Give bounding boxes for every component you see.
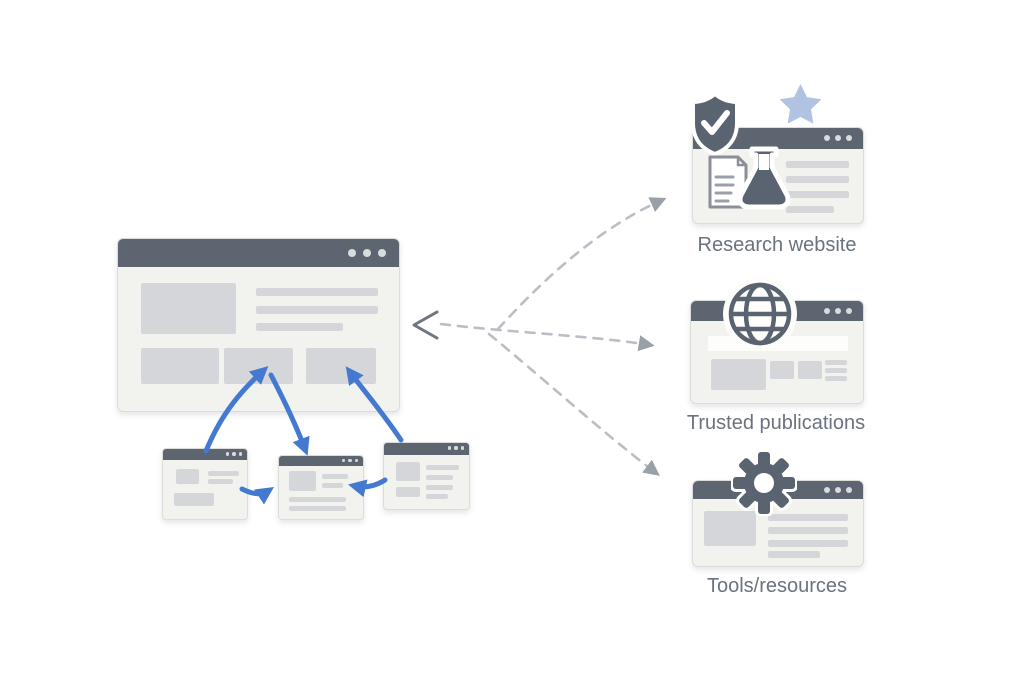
text-line-placeholder — [208, 479, 233, 484]
window-dot-icon — [341, 458, 345, 462]
text-line-placeholder — [825, 360, 847, 365]
text-line-placeholder — [825, 368, 847, 373]
window-control-dots — [447, 446, 464, 450]
text-line-placeholder — [825, 376, 847, 381]
image-placeholder — [289, 471, 316, 491]
chevron-left-into-main-icon — [412, 310, 439, 340]
star-icon — [779, 84, 822, 124]
internal-page-left — [162, 448, 248, 520]
window-dot-icon — [846, 487, 852, 493]
window-dot-icon — [348, 249, 356, 257]
window-control-dots — [348, 249, 386, 257]
dashed-arrow-to-trusted-publications — [439, 322, 655, 352]
content-card-placeholder — [141, 348, 219, 384]
text-line-placeholder — [426, 494, 448, 499]
gear-icon — [731, 450, 797, 516]
thumbnail-placeholder — [770, 361, 794, 379]
text-line-placeholder — [768, 514, 848, 521]
text-line-placeholder — [426, 465, 459, 470]
text-line-placeholder — [768, 540, 848, 547]
window-dot-icon — [378, 249, 386, 257]
text-line-placeholder — [322, 483, 343, 488]
text-line-placeholder — [256, 288, 378, 296]
browser-titlebar — [118, 239, 399, 267]
window-dot-icon — [225, 452, 229, 456]
content-card-placeholder — [174, 493, 214, 506]
dashed-arrow-to-tools-resources — [487, 332, 660, 476]
tools-resources-label: Tools/resources — [706, 575, 848, 597]
window-control-dots — [824, 307, 852, 314]
thumbnail-placeholder — [798, 361, 822, 379]
window-dot-icon — [348, 458, 352, 462]
text-line-placeholder — [289, 506, 346, 511]
text-line-placeholder — [256, 306, 378, 314]
window-control-dots — [341, 458, 358, 462]
window-dot-icon — [363, 249, 371, 257]
window-dot-icon — [835, 307, 841, 314]
browser-titlebar — [384, 443, 469, 455]
tools-resources-card — [692, 480, 864, 567]
window-control-dots — [824, 135, 852, 141]
text-line-placeholder — [322, 474, 348, 479]
window-control-dots — [225, 452, 242, 456]
text-line-placeholder — [786, 191, 849, 198]
text-line-placeholder — [289, 497, 346, 502]
window-dot-icon — [824, 135, 830, 141]
text-line-placeholder — [786, 206, 834, 213]
window-dot-icon — [238, 452, 242, 456]
window-dot-icon — [846, 307, 852, 314]
image-placeholder — [711, 359, 766, 390]
text-line-placeholder — [786, 161, 849, 168]
dashed-arrow-to-research-website — [496, 197, 667, 331]
image-placeholder — [176, 469, 199, 484]
text-line-placeholder — [256, 323, 343, 331]
text-line-placeholder — [768, 527, 848, 534]
text-line-placeholder — [208, 471, 239, 476]
image-placeholder — [704, 511, 756, 546]
text-line-placeholder — [426, 475, 453, 480]
flask-document-icon — [708, 146, 790, 210]
image-placeholder — [396, 462, 420, 481]
shield-check-icon — [691, 92, 739, 156]
window-control-dots — [824, 487, 852, 493]
research-website-label: Research website — [697, 234, 857, 256]
hero-image-placeholder — [141, 283, 236, 334]
main-website-window — [117, 238, 400, 412]
window-dot-icon — [824, 307, 830, 314]
content-card-placeholder — [224, 348, 293, 384]
text-line-placeholder — [768, 551, 820, 558]
text-line-placeholder — [426, 485, 453, 490]
window-dot-icon — [835, 135, 841, 141]
trusted-publications-label: Trusted publications — [686, 412, 866, 434]
window-dot-icon — [835, 487, 841, 493]
window-dot-icon — [354, 458, 358, 462]
browser-titlebar — [279, 456, 363, 466]
globe-icon — [723, 277, 797, 351]
window-dot-icon — [447, 446, 451, 450]
content-card-placeholder — [306, 348, 376, 384]
window-dot-icon — [232, 452, 236, 456]
browser-titlebar — [163, 449, 247, 460]
window-dot-icon — [846, 135, 852, 141]
content-card-placeholder — [396, 487, 420, 497]
internal-page-middle — [278, 455, 364, 520]
window-dot-icon — [460, 446, 464, 450]
window-dot-icon — [824, 487, 830, 493]
window-dot-icon — [454, 446, 458, 450]
internal-page-right — [383, 442, 470, 510]
text-line-placeholder — [786, 176, 849, 183]
